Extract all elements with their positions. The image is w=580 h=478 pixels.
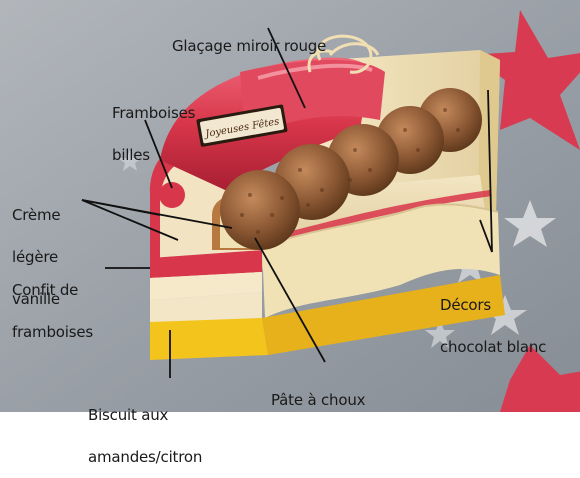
- label-line: Confit de: [12, 283, 93, 297]
- label-line: framboises: [12, 325, 93, 339]
- label-pate-text: Pâte à choux: [271, 393, 365, 407]
- label-glacage-text: Glaçage miroir rouge: [172, 39, 326, 53]
- label-confit: Confit de framboises: [12, 255, 93, 353]
- label-line: amandes/citron: [88, 450, 202, 464]
- label-line: chocolat blanc: [440, 340, 546, 354]
- choux-puff: [220, 170, 300, 250]
- label-line: Biscuit aux: [88, 408, 202, 422]
- label-line: billes: [112, 148, 195, 162]
- label-pate: Pâte à choux: [271, 365, 365, 421]
- label-glacage: Glaçage miroir rouge: [172, 11, 326, 67]
- label-line: Framboises: [112, 106, 195, 120]
- label-line: Décors: [440, 298, 546, 312]
- label-biscuit: Biscuit aux amandes/citron: [88, 380, 202, 478]
- label-decors: Décors chocolat blanc: [440, 270, 546, 368]
- label-framboises-billes: Framboises billes: [112, 78, 195, 176]
- label-line: Crème: [12, 208, 60, 222]
